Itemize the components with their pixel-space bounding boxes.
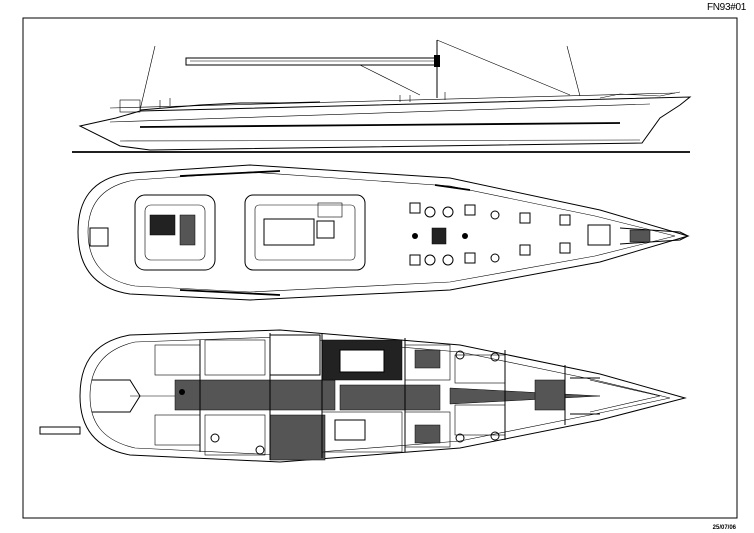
hull-profile — [78, 96, 692, 151]
deck-plan-view — [77, 164, 690, 301]
cabin-sole — [174, 379, 601, 411]
jib-stay — [566, 45, 581, 97]
side-profile-view — [72, 39, 692, 153]
sheer-stripe — [109, 103, 651, 123]
vang — [359, 64, 421, 96]
transom-platform — [39, 426, 81, 435]
hull-outline — [79, 329, 687, 463]
bow-fitting — [619, 227, 690, 245]
boot-stripe — [139, 122, 621, 128]
winches — [412, 206, 500, 266]
coaming — [139, 101, 321, 111]
bulkheads — [199, 333, 566, 460]
mast-step — [431, 227, 447, 245]
drawing-frame — [22, 17, 738, 519]
drawing-reference-label: FN93#01 — [706, 2, 746, 13]
cabins — [154, 334, 566, 461]
accommodation-plan-view — [39, 329, 687, 463]
forestay — [436, 39, 571, 96]
fixtures — [179, 350, 500, 455]
coachroof — [244, 194, 366, 271]
backstay — [139, 45, 156, 111]
cockpit — [134, 194, 216, 271]
deck-hatches — [89, 202, 611, 266]
drawing-date-label: 25/07/06 — [712, 525, 736, 531]
deck-outline — [77, 164, 690, 301]
boom — [185, 57, 439, 66]
